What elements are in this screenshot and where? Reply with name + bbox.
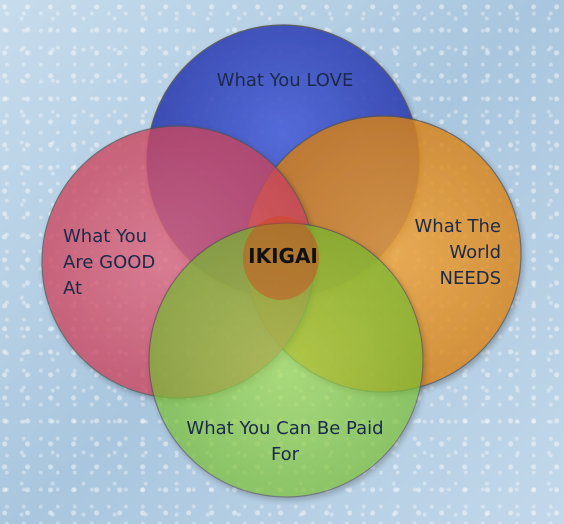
label-good: What You Are GOOD At [63, 226, 156, 299]
label-love: What You LOVE [216, 70, 354, 91]
label-needs: What The World NEEDS [414, 216, 502, 289]
label-paid: What You Can Be Paid For [186, 418, 384, 465]
center-intersection [243, 216, 319, 300]
circle-paid [148, 222, 424, 498]
center-label: IKIGAI [248, 244, 318, 268]
